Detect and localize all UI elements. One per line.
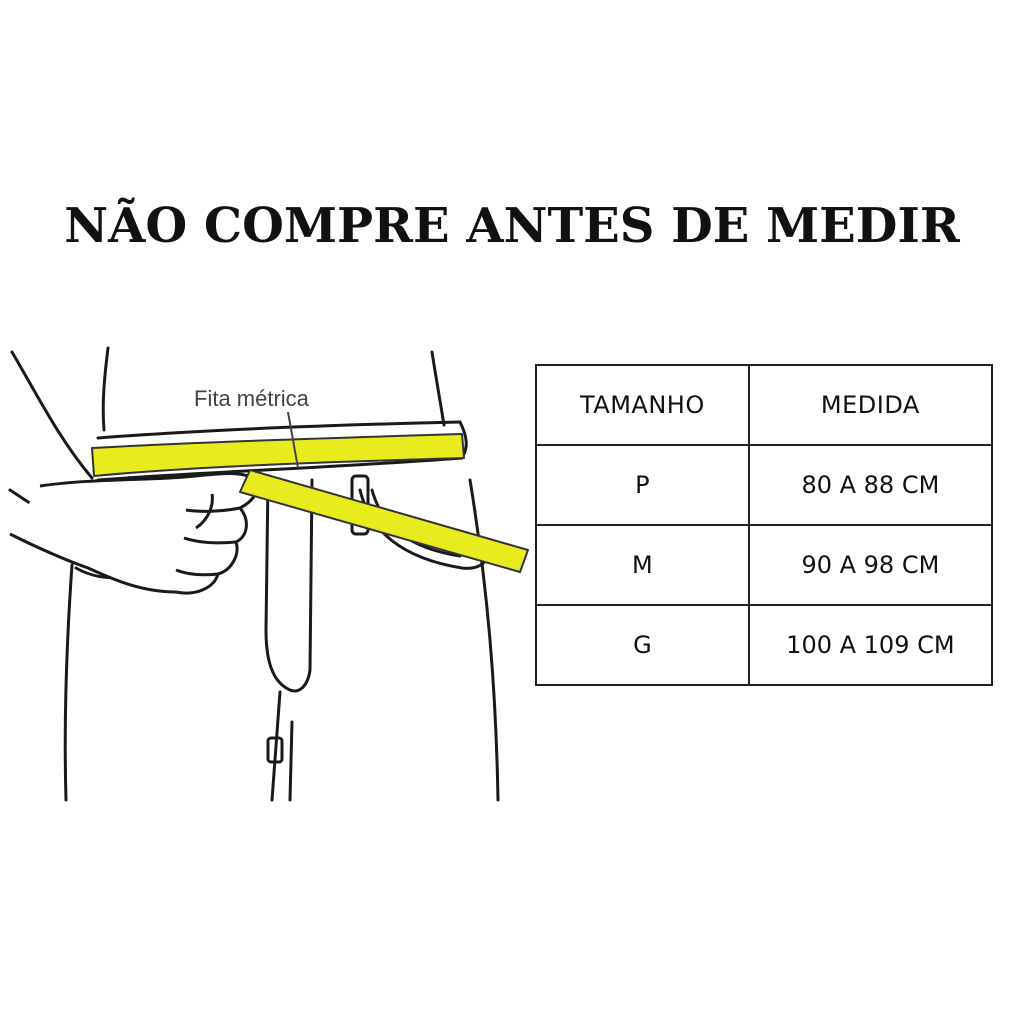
size-cell: P — [535, 444, 750, 526]
tape-band-tail — [239, 469, 529, 573]
table-row: G 100 A 109 CM — [535, 604, 994, 686]
waistband-bottom — [96, 456, 464, 482]
measure-cell: 100 A 109 CM — [747, 604, 994, 686]
torso-right-outline — [430, 350, 446, 427]
header-size: TAMANHO — [535, 364, 750, 446]
size-table: TAMANHO MEDIDA P 80 A 88 CM M 90 A 98 CM… — [535, 364, 994, 686]
pants-right-side — [468, 478, 500, 802]
tape-label: Fita métrica — [194, 386, 310, 411]
table-row: M 90 A 98 CM — [535, 524, 994, 606]
table-row: P 80 A 88 CM — [535, 444, 994, 526]
tape-label-leader — [287, 411, 299, 469]
inseam — [288, 720, 294, 802]
fly-left-seam — [264, 478, 314, 693]
measure-cell: 90 A 98 CM — [747, 524, 994, 606]
waistband-top — [96, 420, 462, 440]
crotch-seam — [270, 690, 282, 802]
page-title: NÃO COMPRE ANTES DE MEDIR — [64, 198, 960, 254]
measuring-tape — [91, 433, 529, 573]
tape-band-back — [91, 433, 465, 477]
rivet — [266, 736, 284, 764]
size-cell: M — [535, 524, 750, 606]
header-measure: MEDIDA — [747, 364, 994, 446]
hand-illustration — [9, 472, 260, 595]
pants-left-side — [63, 563, 74, 802]
measure-cell: 80 A 88 CM — [747, 444, 994, 526]
torso-left-outline — [101, 346, 110, 432]
size-cell: G — [535, 604, 750, 686]
waist-measurement-illustration: Fita métrica — [8, 346, 529, 802]
table-header-row: TAMANHO MEDIDA — [535, 364, 994, 446]
arm-outline-top — [10, 350, 94, 480]
